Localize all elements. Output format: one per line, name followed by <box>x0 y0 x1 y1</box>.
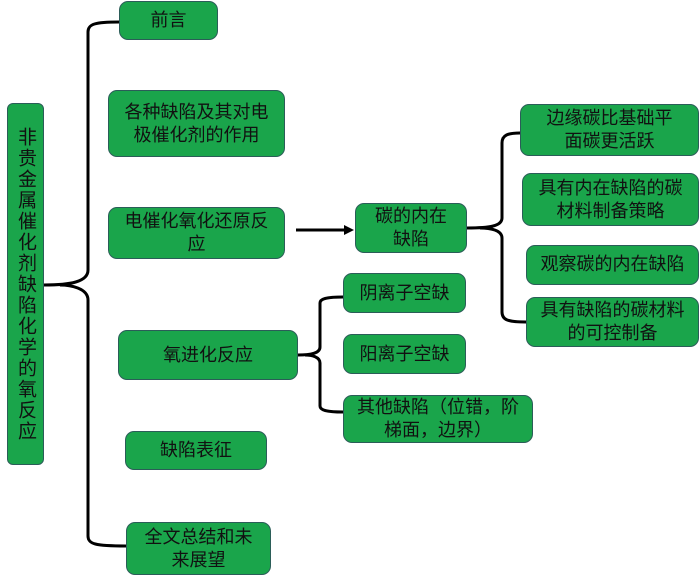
oer-child-cation[interactable]: 阳离子空缺 <box>343 334 466 374</box>
arrow-head-icon <box>344 225 354 235</box>
carbon-brace <box>466 131 527 324</box>
section-summary[interactable]: 全文总结和未来展望 <box>126 522 271 575</box>
carbon-child-edge[interactable]: 边缘碳比基础平面碳更活跃 <box>520 104 699 156</box>
oer-child-other[interactable]: 其他缺陷（位错，阶梯面，边界） <box>343 395 533 443</box>
oer-child-anion[interactable]: 阴离子空缺 <box>343 273 466 313</box>
carbon-intrinsic-defects[interactable]: 碳的内在缺陷 <box>355 203 467 253</box>
root-node[interactable]: 非贵金属催化剂缺陷化学的氧反应 <box>7 103 44 465</box>
section-defects-effects[interactable]: 各种缺陷及其对电极催化剂的作用 <box>108 90 285 157</box>
section-intro[interactable]: 前言 <box>119 1 218 40</box>
oer-brace <box>297 295 344 414</box>
main-brace <box>43 20 127 548</box>
carbon-child-controlled[interactable]: 具有缺陷的碳材料的可控制备 <box>526 297 699 347</box>
carbon-child-strategy[interactable]: 具有内在缺陷的碳材料制备策略 <box>522 173 699 226</box>
section-oer[interactable]: 氧进化反应 <box>118 330 298 380</box>
section-orr[interactable]: 电催化氧化还原反应 <box>108 207 285 259</box>
carbon-child-observe[interactable]: 观察碳的内在缺陷 <box>526 245 699 285</box>
section-characterization[interactable]: 缺陷表征 <box>125 431 267 470</box>
